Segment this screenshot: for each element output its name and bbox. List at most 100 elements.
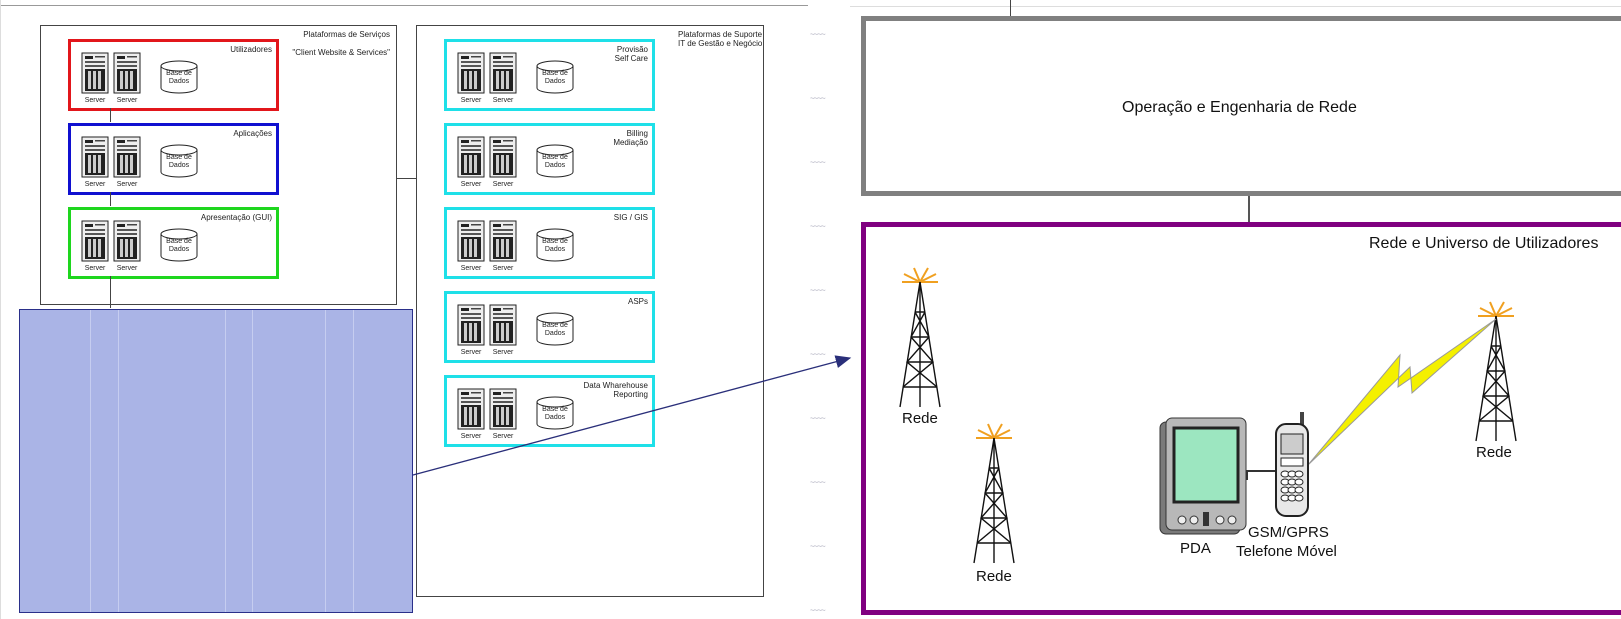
tower-label: Rede: [902, 410, 938, 427]
server-label: Server: [84, 181, 106, 188]
right-diagram: Operação e Engenharia de Rede Rede e Uni…: [850, 0, 1621, 619]
database-label-line2: Dados: [544, 330, 566, 337]
tower-icon: [899, 267, 941, 408]
server-label: Server: [492, 181, 514, 188]
server-label: Server: [460, 433, 482, 440]
tier-label-line1: Provisão: [616, 45, 648, 54]
database-label-line2: Dados: [544, 246, 566, 253]
network-label: Rede e Universo de Utilizadores: [1369, 235, 1599, 252]
server-icon: [489, 136, 517, 178]
database-label-line2: Dados: [544, 414, 566, 421]
service-connector: [110, 192, 111, 206]
operations-box[interactable]: Operação e Engenharia de Rede: [861, 16, 1621, 196]
server-icon: [457, 304, 485, 346]
tower-icon: [1475, 301, 1517, 442]
database-label-line1: Base de: [166, 70, 192, 77]
platform-connector: [397, 178, 417, 179]
left-diagram: Plataformas de Serviços "Client Website …: [0, 0, 826, 619]
tier-label-line1: SIG / GIS: [613, 213, 648, 222]
server-icon: [457, 52, 485, 94]
tier-label: Utilizadores: [230, 45, 272, 54]
server-icon: [489, 52, 517, 94]
tier-label: Aplicações: [233, 129, 272, 138]
database-label-line2: Dados: [168, 246, 190, 253]
phone-label-line1: GSM/GPRS: [1248, 524, 1329, 541]
database-icon: [535, 228, 575, 262]
server-label: Server: [460, 349, 482, 356]
server-icon: [457, 388, 485, 430]
server-label: Server: [460, 181, 482, 188]
database-label-line1: Base de: [166, 238, 192, 245]
database-label-line1: Base de: [542, 154, 568, 161]
server-icon: [457, 220, 485, 262]
database-icon: [535, 312, 575, 346]
pda-label: PDA: [1180, 540, 1211, 557]
server-icon: [113, 220, 141, 262]
server-label: Server: [460, 97, 482, 104]
database-icon: [159, 60, 199, 94]
service-connector: [110, 276, 111, 308]
server-label: Server: [492, 97, 514, 104]
pda-phone-link: [1246, 470, 1276, 480]
tier-label: ASPs: [628, 297, 648, 306]
highlighted-region[interactable]: [19, 309, 413, 613]
database-label-line1: Base de: [166, 154, 192, 161]
operations-label: Operação e Engenharia de Rede: [1122, 99, 1357, 116]
tier-label-line1: Billing: [626, 129, 648, 138]
database-icon: [535, 144, 575, 178]
database-label-line2: Dados: [544, 162, 566, 169]
database-icon: [535, 60, 575, 94]
server-label: Server: [492, 349, 514, 356]
network-box[interactable]: Rede e Universo de Utilizadores: [861, 222, 1621, 615]
tier-label-line2: Self Care: [614, 54, 648, 63]
support-platform-subtitle: IT de Gestão e Negócio: [678, 39, 763, 48]
server-icon: [81, 52, 109, 94]
database-icon: [535, 396, 575, 430]
server-label: Server: [84, 265, 106, 272]
server-label: Server: [116, 265, 138, 272]
tower-label: Rede: [976, 568, 1012, 585]
ops-network-connector: [1248, 196, 1250, 222]
server-label: Server: [116, 181, 138, 188]
database-label-line2: Dados: [544, 78, 566, 85]
tier-label-line1: ASPs: [627, 297, 648, 306]
tower-icon: [973, 423, 1015, 564]
server-label: Server: [116, 97, 138, 104]
database-label-line1: Base de: [542, 238, 568, 245]
server-icon: [113, 136, 141, 178]
database-label-line2: Dados: [168, 162, 190, 169]
server-label: Server: [460, 265, 482, 272]
tier-label-line2: Reporting: [613, 390, 648, 399]
support-platform-title: Plataformas de Suporte: [678, 30, 763, 39]
tier-label: Apresentação (GUI): [200, 213, 272, 222]
server-icon: [489, 304, 517, 346]
database-label-line2: Dados: [168, 78, 190, 85]
support-platform-box: Plataformas de Suporte IT de Gestão e Ne…: [416, 25, 764, 597]
tier-label: SIG / GIS: [614, 213, 648, 222]
service-platform-box: Plataformas de Serviços "Client Website …: [40, 25, 397, 305]
server-icon: [457, 136, 485, 178]
lightning-icon: [1307, 318, 1497, 466]
mobile-phone-icon: [1275, 412, 1309, 517]
server-icon: [489, 388, 517, 430]
server-icon: [113, 52, 141, 94]
database-label-line1: Base de: [542, 322, 568, 329]
